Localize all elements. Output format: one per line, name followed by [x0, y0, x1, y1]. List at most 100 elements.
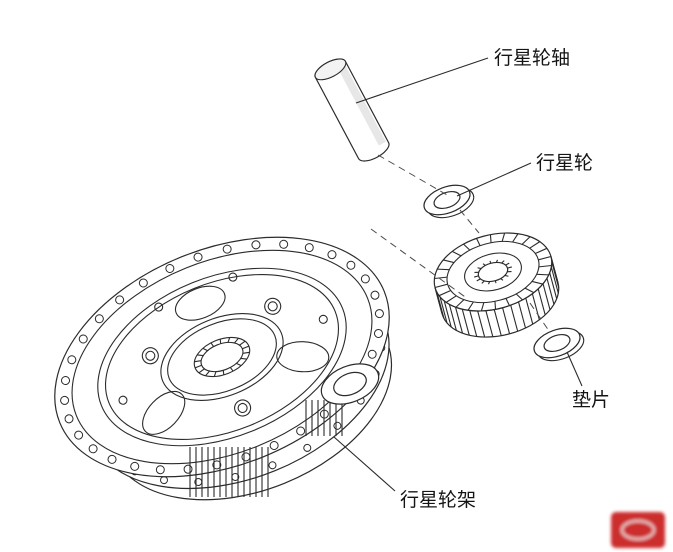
tooth-line	[240, 357, 247, 360]
rim-hole	[78, 334, 88, 344]
gear-flank-line	[502, 307, 511, 334]
carrier-hub-step	[167, 318, 277, 396]
tooth-line	[474, 271, 479, 273]
tooth-line	[507, 271, 512, 273]
tooth-line	[500, 278, 504, 281]
tooth-line	[507, 266, 512, 269]
rim-hole	[346, 260, 356, 270]
planet-shaft-cylinder	[314, 58, 390, 162]
carrier-gear-hatch-bottom	[189, 447, 269, 497]
gear-hub	[464, 252, 522, 292]
tooth-line	[505, 262, 510, 266]
carrier-face-edge	[97, 267, 347, 447]
tooth-line	[524, 287, 535, 294]
rim-hole	[165, 263, 175, 273]
tooth-line	[234, 337, 239, 344]
tooth-line	[501, 260, 505, 264]
tooth-line	[477, 267, 482, 270]
tooth-line	[531, 280, 543, 285]
tooth-line	[482, 263, 486, 266]
carrier-bolt-hole-ring	[60, 239, 384, 475]
tooth-line	[213, 371, 217, 377]
tooth-line	[512, 233, 519, 243]
tooth-line	[434, 283, 448, 289]
leader-line-shim	[566, 351, 583, 387]
tooth-line	[205, 370, 210, 377]
gear-flank-line	[469, 310, 478, 337]
gear-flank-line	[485, 310, 494, 337]
gear-flank-line	[542, 283, 551, 310]
gear-side-teeth	[434, 256, 560, 338]
carrier-gear-hatch-right	[305, 400, 343, 436]
tooth-line	[222, 370, 225, 375]
gear-root-circle	[446, 240, 540, 304]
tooth-line	[236, 362, 242, 367]
rim-hole	[268, 461, 277, 470]
tooth-line	[194, 364, 202, 369]
gear-flank-line	[510, 305, 519, 332]
washer-lower	[533, 327, 585, 362]
rim-hole	[130, 461, 140, 471]
rim-hole	[74, 430, 84, 440]
tooth-line	[239, 340, 246, 346]
carrier-face-step	[104, 274, 340, 440]
gear-flank-line	[549, 272, 558, 299]
shaft-shading	[337, 64, 386, 146]
gear-flank-line	[551, 261, 560, 288]
gear-flank-line	[454, 306, 464, 334]
rim-hole	[279, 239, 289, 249]
tooth-line	[529, 241, 541, 249]
axis-segment-carrier-to-gear	[370, 228, 469, 300]
tooth-line	[437, 268, 450, 271]
tooth-line	[480, 302, 485, 312]
tooth-line	[538, 264, 552, 268]
rim-hole	[60, 395, 70, 405]
tooth-line	[434, 276, 448, 280]
axis-segment-shaft-to-washer	[377, 154, 450, 197]
tooth-line	[494, 280, 497, 284]
rim-hole	[107, 454, 117, 464]
rim-hole	[251, 240, 261, 250]
shaft-top-face	[314, 58, 347, 81]
gear-flank-line	[477, 310, 486, 338]
washer-upper	[423, 184, 475, 219]
watermark-mark	[620, 519, 656, 541]
gear-flank-line	[448, 304, 457, 331]
tooth-line	[438, 289, 451, 297]
carrier-pin-hole	[234, 399, 252, 417]
rim-hole	[373, 328, 383, 338]
carrier-planet-window	[276, 341, 330, 373]
rim-hole	[193, 252, 203, 262]
tooth-line	[495, 259, 499, 263]
gear-flank-line	[443, 300, 452, 328]
watermark-logo	[611, 512, 665, 548]
gear-flank-line	[546, 278, 555, 305]
tooth-line	[219, 339, 222, 344]
tooth-line	[443, 259, 455, 264]
carrier-pin-hole	[264, 297, 282, 315]
rim-hole	[370, 290, 380, 300]
carrier-lug-hole	[333, 371, 367, 397]
tooth-line	[504, 274, 509, 277]
rim-hole	[64, 414, 74, 424]
carrier-planet-window	[142, 390, 186, 435]
tooth-line	[202, 347, 208, 352]
rim-hole	[155, 465, 165, 475]
gear-flank-line	[461, 309, 470, 336]
label-carrier: 行星轮架	[400, 489, 476, 511]
rim-hole	[138, 278, 148, 288]
carrier-pin-hole	[141, 347, 159, 365]
rim-hole	[88, 444, 98, 454]
gear-flank-line	[550, 266, 559, 294]
assembly-axis-dashed	[370, 154, 550, 332]
carrier-pin-hole-bore	[237, 402, 248, 414]
rim-hole	[304, 243, 314, 253]
rim-hole	[374, 309, 384, 319]
label-shaft: 行星轮轴	[494, 47, 570, 69]
tooth-line	[476, 278, 481, 282]
gear-top-teeth	[434, 232, 552, 312]
gear-spline-teeth	[474, 259, 512, 285]
rim-hole	[360, 274, 370, 284]
